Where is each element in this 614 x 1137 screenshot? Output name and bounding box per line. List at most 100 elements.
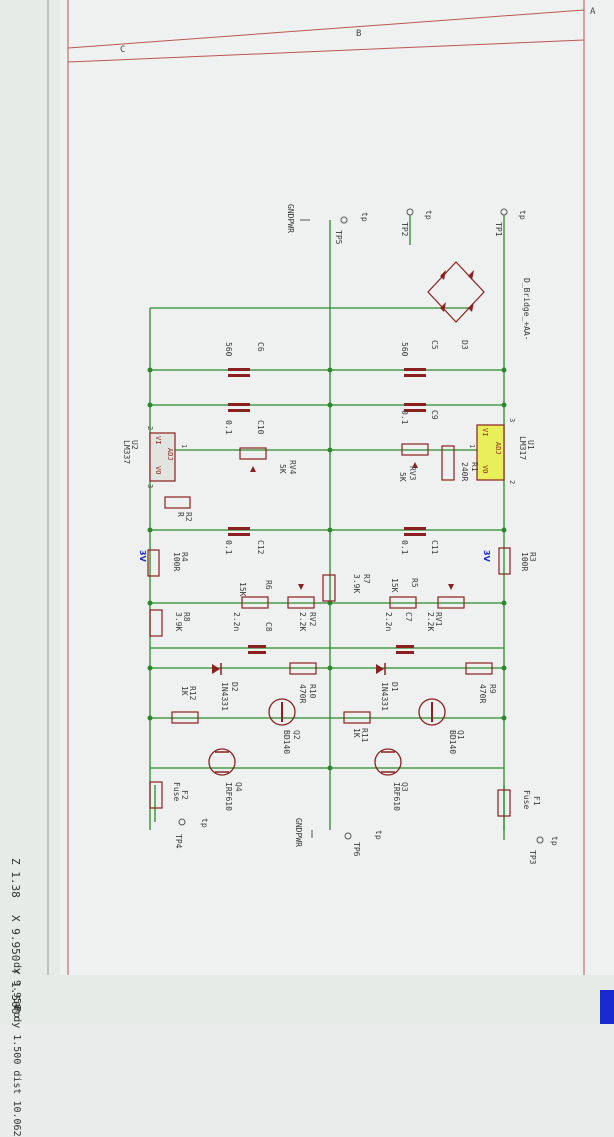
potentiometer-rv1[interactable]: RV1 2.2K bbox=[426, 584, 465, 631]
svg-text:RV3: RV3 bbox=[408, 466, 417, 481]
testpoint-tp4[interactable]: tp TP4 bbox=[174, 818, 209, 849]
fuse-f2[interactable] bbox=[149, 781, 163, 809]
capacitor-c7[interactable]: C7 2.2n bbox=[384, 612, 414, 654]
svg-text:2: 2 bbox=[146, 426, 154, 430]
testpoint-tp6[interactable]: tp TP6 bbox=[344, 830, 383, 857]
svg-text:D1: D1 bbox=[390, 682, 399, 692]
status-right: Po bbox=[11, 1006, 22, 1019]
r8-ref: R8 bbox=[182, 612, 191, 622]
svg-text:5K: 5K bbox=[278, 464, 287, 474]
svg-text:C10: C10 bbox=[256, 420, 265, 435]
svg-text:3: 3 bbox=[508, 418, 516, 422]
svg-text:BD140: BD140 bbox=[448, 730, 457, 754]
right-panel-accent bbox=[600, 990, 614, 1024]
svg-text:C11: C11 bbox=[430, 540, 439, 555]
svg-text:LM317: LM317 bbox=[518, 436, 527, 460]
r10-value: 470R bbox=[298, 684, 307, 703]
svg-text:C6: C6 bbox=[256, 342, 265, 352]
svg-text:Q2: Q2 bbox=[292, 730, 301, 740]
svg-text:0.1: 0.1 bbox=[224, 420, 233, 435]
r2-value: R bbox=[176, 512, 185, 517]
diode-d1[interactable]: D1 1N4331 bbox=[376, 663, 399, 711]
capacitor-c11[interactable]: C11 0.1 bbox=[400, 527, 439, 555]
f1-value: Fuse bbox=[522, 790, 531, 809]
f2-ref: F2 bbox=[180, 790, 189, 800]
resistor-r6[interactable] bbox=[241, 596, 269, 609]
svg-text:Q3: Q3 bbox=[400, 782, 409, 792]
capacitor-c8[interactable]: C8 2.2n bbox=[232, 612, 273, 654]
resistor-r9[interactable] bbox=[465, 662, 493, 675]
gndpwr-symbol-bottom[interactable]: GNDPWR bbox=[294, 818, 313, 847]
fuse-f1[interactable] bbox=[497, 789, 511, 817]
potentiometer-rv3[interactable]: RV3 5K bbox=[398, 443, 429, 482]
svg-text:TP2: TP2 bbox=[400, 222, 409, 237]
r4-ref: R4 bbox=[180, 552, 189, 562]
svg-text:VO: VO bbox=[481, 465, 489, 473]
svg-text:0.1: 0.1 bbox=[400, 410, 409, 425]
capacitor-c9[interactable]: C9 0.1 bbox=[400, 403, 439, 425]
regulator-u2[interactable]: VI VO ADJ U2 LM337 2 3 1 bbox=[122, 426, 188, 488]
drawing-sheet[interactable] bbox=[60, 0, 614, 975]
resistor-r4[interactable] bbox=[147, 549, 160, 577]
svg-text:D2: D2 bbox=[230, 682, 239, 692]
resistor-r7[interactable] bbox=[322, 574, 336, 602]
testpoint-tp2[interactable]: tp TP2 bbox=[400, 208, 433, 237]
svg-text:Q1: Q1 bbox=[456, 730, 465, 740]
svg-text:ADJ: ADJ bbox=[494, 442, 502, 455]
testpoint-tp3[interactable]: tp TP3 bbox=[528, 836, 559, 865]
transistor-q1[interactable]: Q1 BD140 bbox=[418, 698, 465, 754]
r12-value: 1K bbox=[180, 686, 189, 696]
resistor-r1[interactable] bbox=[441, 445, 455, 481]
svg-text:C5: C5 bbox=[430, 340, 439, 350]
svg-text:TP5: TP5 bbox=[334, 230, 343, 245]
note-3v-top: 3V bbox=[482, 550, 491, 563]
potentiometer-rv4[interactable]: RV4 5K bbox=[239, 447, 297, 475]
f2-value: Fuse bbox=[172, 782, 181, 801]
svg-text:U2: U2 bbox=[130, 440, 139, 450]
resistor-r5[interactable] bbox=[389, 596, 417, 609]
svg-text:2.2K: 2.2K bbox=[426, 612, 435, 631]
potentiometer-rv2[interactable]: RV2 2.2K bbox=[287, 584, 317, 631]
mosfet-q3[interactable]: Q3 IRF610 bbox=[374, 748, 409, 811]
wires bbox=[149, 215, 505, 840]
svg-text:tp: tp bbox=[518, 210, 527, 220]
capacitor-c10[interactable]: C10 0.1 bbox=[224, 403, 265, 435]
r12-ref: R12 bbox=[188, 686, 197, 701]
resistor-r10[interactable] bbox=[289, 662, 317, 675]
resistor-r3[interactable] bbox=[498, 547, 511, 575]
svg-text:tp: tp bbox=[200, 818, 209, 828]
resistor-r2[interactable] bbox=[164, 496, 191, 509]
capacitor-c5[interactable]: C5 560 bbox=[400, 340, 439, 377]
svg-text:5K: 5K bbox=[398, 472, 407, 482]
mosfet-q4[interactable]: Q4 IRF610 bbox=[208, 748, 243, 811]
schematic-canvas[interactable]: C B A tp TP1 tp TP2 bbox=[0, 0, 614, 1024]
testpoint-tp1[interactable]: tp TP1 bbox=[494, 208, 527, 237]
resistor-r8[interactable] bbox=[149, 609, 163, 637]
svg-text:TP6: TP6 bbox=[352, 842, 361, 857]
border-label-c: C bbox=[120, 45, 125, 55]
r2-ref: R2 bbox=[184, 512, 193, 522]
resistor-r11[interactable] bbox=[343, 711, 371, 724]
regulator-u1[interactable]: VI VO ADJ U1 LM317 3 2 1 bbox=[468, 418, 535, 484]
bridge-rectifier-d3[interactable]: D_Bridge_+AA- D3 bbox=[427, 261, 531, 350]
svg-text:560: 560 bbox=[400, 342, 409, 357]
border-label-a: A bbox=[590, 7, 596, 17]
gndpwr-symbol-top[interactable]: GNDPWR bbox=[286, 204, 310, 233]
svg-text:LM337: LM337 bbox=[122, 440, 131, 464]
svg-text:TP4: TP4 bbox=[174, 834, 183, 849]
svg-text:U1: U1 bbox=[526, 440, 535, 450]
diode-d2[interactable]: D2 1N4331 bbox=[212, 663, 239, 711]
r5-ref: R5 bbox=[410, 578, 419, 588]
svg-text:BD140: BD140 bbox=[282, 730, 291, 754]
resistor-r12[interactable] bbox=[171, 711, 199, 724]
capacitor-c12[interactable]: C12 0.1 bbox=[224, 527, 265, 555]
svg-text:C8: C8 bbox=[264, 622, 273, 632]
r9-value: 470R bbox=[478, 684, 487, 703]
transistor-q2[interactable]: Q2 BD140 bbox=[268, 698, 301, 754]
svg-text:1N4331: 1N4331 bbox=[220, 682, 229, 711]
capacitor-c6[interactable]: C6 560 bbox=[224, 342, 265, 377]
testpoint-tp5[interactable]: tp TP5 bbox=[334, 212, 369, 245]
status-delta: dx 9.950 dy 1.500 dist 10.062 bbox=[11, 962, 22, 1137]
svg-text:tp: tp bbox=[374, 830, 383, 840]
svg-text:GNDPWR: GNDPWR bbox=[286, 204, 295, 233]
